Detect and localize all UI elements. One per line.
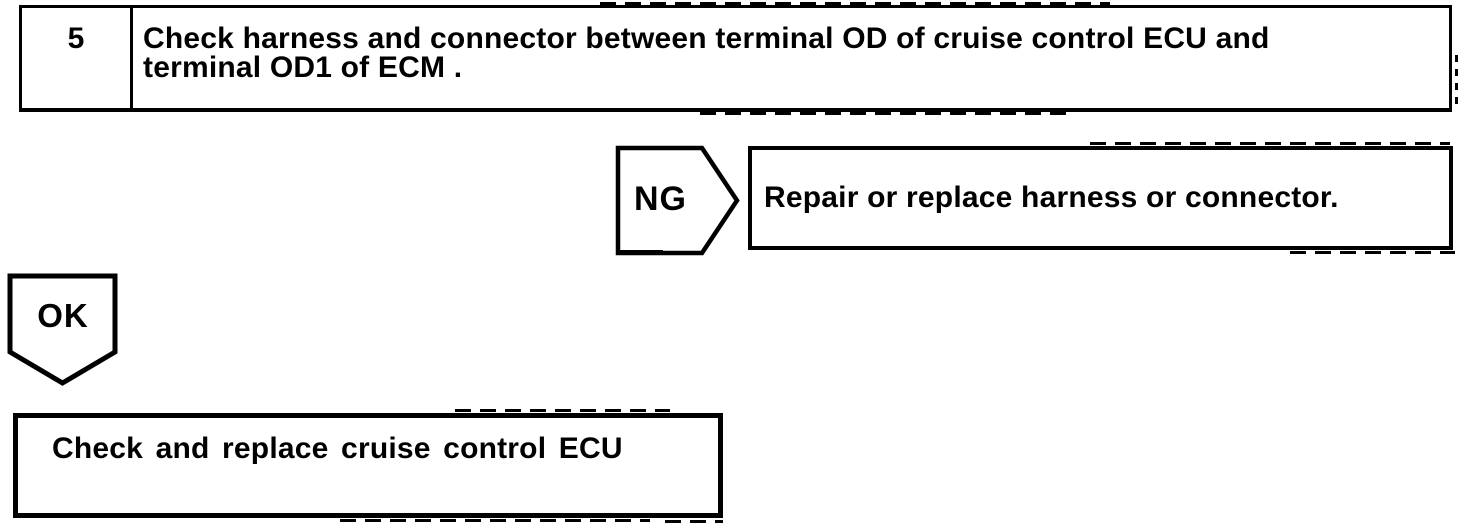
ok-connector-label: OK (37, 297, 89, 334)
scan-artifact (1455, 55, 1458, 110)
step-instruction-line-1: Check harness and connector between term… (143, 22, 1270, 55)
step-instruction-line-2: terminal OD1 of ECM . (143, 51, 463, 84)
ok-pentagon (7, 273, 118, 386)
scan-artifact (665, 520, 723, 523)
ng-pentagon (615, 145, 740, 256)
ng-action-text: Repair or replace harness or connector. (764, 181, 1339, 214)
ok-action-text: Check and replace cruise control ECU (52, 432, 623, 465)
scan-artifact (1290, 251, 1455, 254)
ok-connector-shape (7, 273, 118, 386)
step-instruction: Check harness and connector between term… (133, 8, 1449, 108)
step-number: 5 (22, 8, 133, 108)
step-box: 5 Check harness and connector between te… (19, 5, 1452, 112)
ng-connector-label: NG (634, 180, 687, 218)
scan-artifact (700, 112, 1070, 115)
scan-artifact (618, 250, 663, 254)
scan-artifact (455, 409, 670, 412)
scan-artifact (340, 519, 650, 522)
ng-action-box: Repair or replace harness or connector. (748, 146, 1453, 250)
scan-artifact (1090, 142, 1450, 145)
ng-connector-shape (615, 145, 740, 256)
scan-artifact (600, 2, 1110, 5)
ok-action-box: Check and replace cruise control ECU (13, 413, 723, 518)
